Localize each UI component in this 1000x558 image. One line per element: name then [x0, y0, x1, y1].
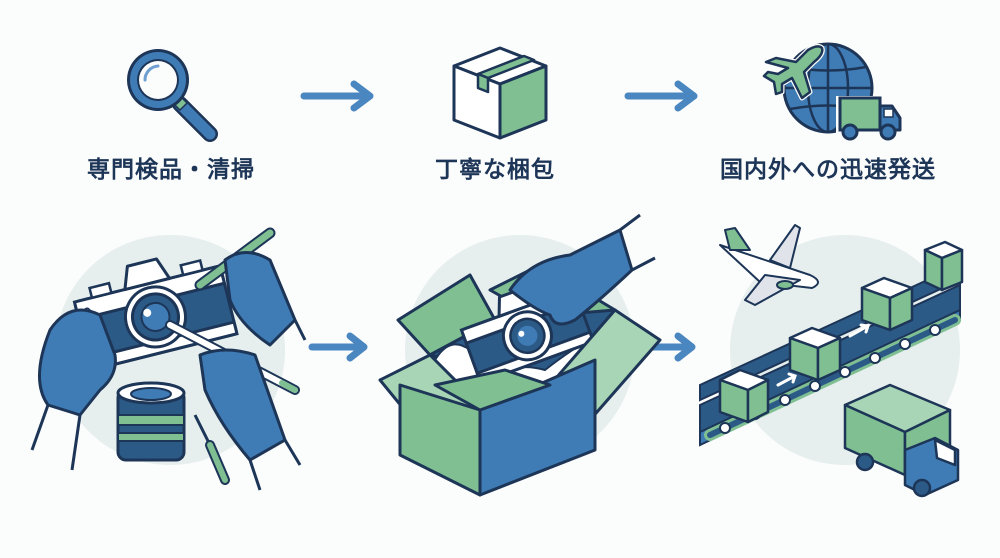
- shipping-box: [788, 326, 842, 382]
- illustration-inspection: [20, 205, 310, 495]
- step-label-inspection: 専門検品・清掃: [87, 157, 255, 183]
- arrow-illustration1-to-2: [308, 332, 370, 362]
- direction-arrows: [776, 323, 870, 387]
- camera-lens-icon: [116, 381, 186, 462]
- arrow-step2-to-step3: [624, 80, 700, 112]
- screwdriver-icon: [193, 414, 230, 485]
- airplane-icon: [719, 224, 819, 306]
- package-box-icon: [448, 44, 553, 144]
- airplane-icon: [761, 43, 825, 101]
- shipping-box: [860, 276, 914, 332]
- arrow-step1-to-step2: [300, 80, 376, 112]
- magnifying-glass-icon: [118, 44, 228, 144]
- gloved-hand: [198, 348, 287, 462]
- globe-airplane-truck-icon: [758, 40, 908, 145]
- step-label-packing: 丁寧な梱包: [435, 157, 555, 183]
- illustration-shipping: [699, 210, 1000, 500]
- truck-icon: [836, 96, 902, 141]
- illustration-packing: [370, 210, 662, 500]
- truck-icon: [843, 383, 960, 498]
- shipping-box: [718, 368, 770, 424]
- gloved-hand: [508, 228, 634, 326]
- step-label-shipping: 国内外への迅速発送: [720, 157, 936, 183]
- gloved-hand: [223, 251, 297, 347]
- shipping-box: [923, 240, 964, 292]
- gloved-hand: [38, 308, 117, 417]
